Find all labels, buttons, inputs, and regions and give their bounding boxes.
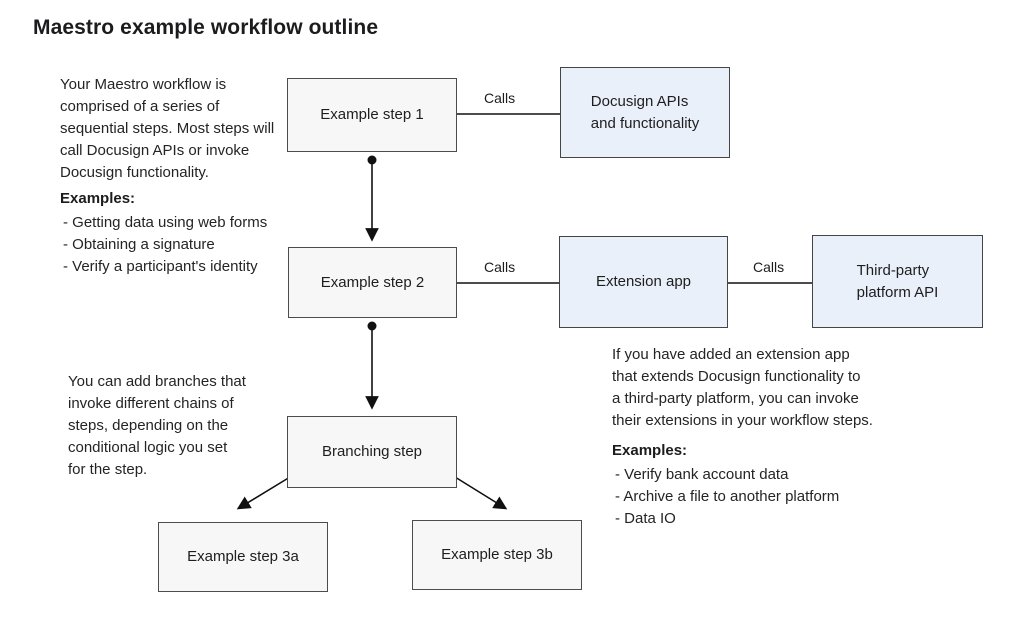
node-label: Extension app <box>595 273 692 290</box>
example-item: - Data IO <box>615 510 676 527</box>
examples-heading: Examples: <box>60 190 136 207</box>
node-extension-app: Extension app <box>559 236 728 328</box>
intro-note: Your Maestro workflow is comprised of a … <box>60 76 275 181</box>
node-label: Example step 3b <box>441 546 553 563</box>
node-example-step-3a: Example step 3a <box>158 522 328 592</box>
example-item: - Obtaining a signature <box>63 236 215 253</box>
connector-origin-dot <box>367 155 377 165</box>
calls-label: Calls <box>484 259 516 275</box>
node-example-step-1: Example step 1 <box>287 78 457 152</box>
arrow-branching-step3b <box>454 476 508 510</box>
node-docusign-apis: Docusign APIs and functionality <box>560 67 730 158</box>
examples-list: - Getting data using web forms - Obtaini… <box>63 212 267 278</box>
node-example-step-3b: Example step 3b <box>412 520 582 590</box>
example-item: - Archive a file to another platform <box>615 488 840 505</box>
node-label: Example step 3a <box>187 548 299 565</box>
examples-list: - Verify bank account data - Archive a f… <box>615 464 839 530</box>
node-branching-step: Branching step <box>287 416 457 488</box>
node-label: Example step 2 <box>320 273 425 291</box>
extension-note: If you have added an extension app that … <box>612 346 873 429</box>
connector-origin-dot <box>367 321 377 331</box>
node-third-party-api: Third-party platform API <box>812 235 983 328</box>
examples-heading: Examples: <box>612 442 688 459</box>
arrow-branching-step3a <box>236 476 291 510</box>
node-label: Branching step <box>321 443 423 460</box>
calls-label: Calls <box>753 259 785 275</box>
node-example-step-2: Example step 2 <box>288 247 457 318</box>
node-label: Third-party platform API <box>856 261 939 301</box>
node-label: Example step 1 <box>320 106 424 123</box>
example-item: - Verify bank account data <box>615 466 789 483</box>
node-label: Docusign APIs and functionality <box>590 92 700 132</box>
branching-note: You can add branches that invoke differe… <box>68 373 246 478</box>
example-item: - Verify a participant's identity <box>63 258 258 275</box>
calls-label: Calls <box>484 90 516 106</box>
page-title: Maestro example workflow outline <box>33 16 379 39</box>
example-item: - Getting data using web forms <box>63 214 268 231</box>
